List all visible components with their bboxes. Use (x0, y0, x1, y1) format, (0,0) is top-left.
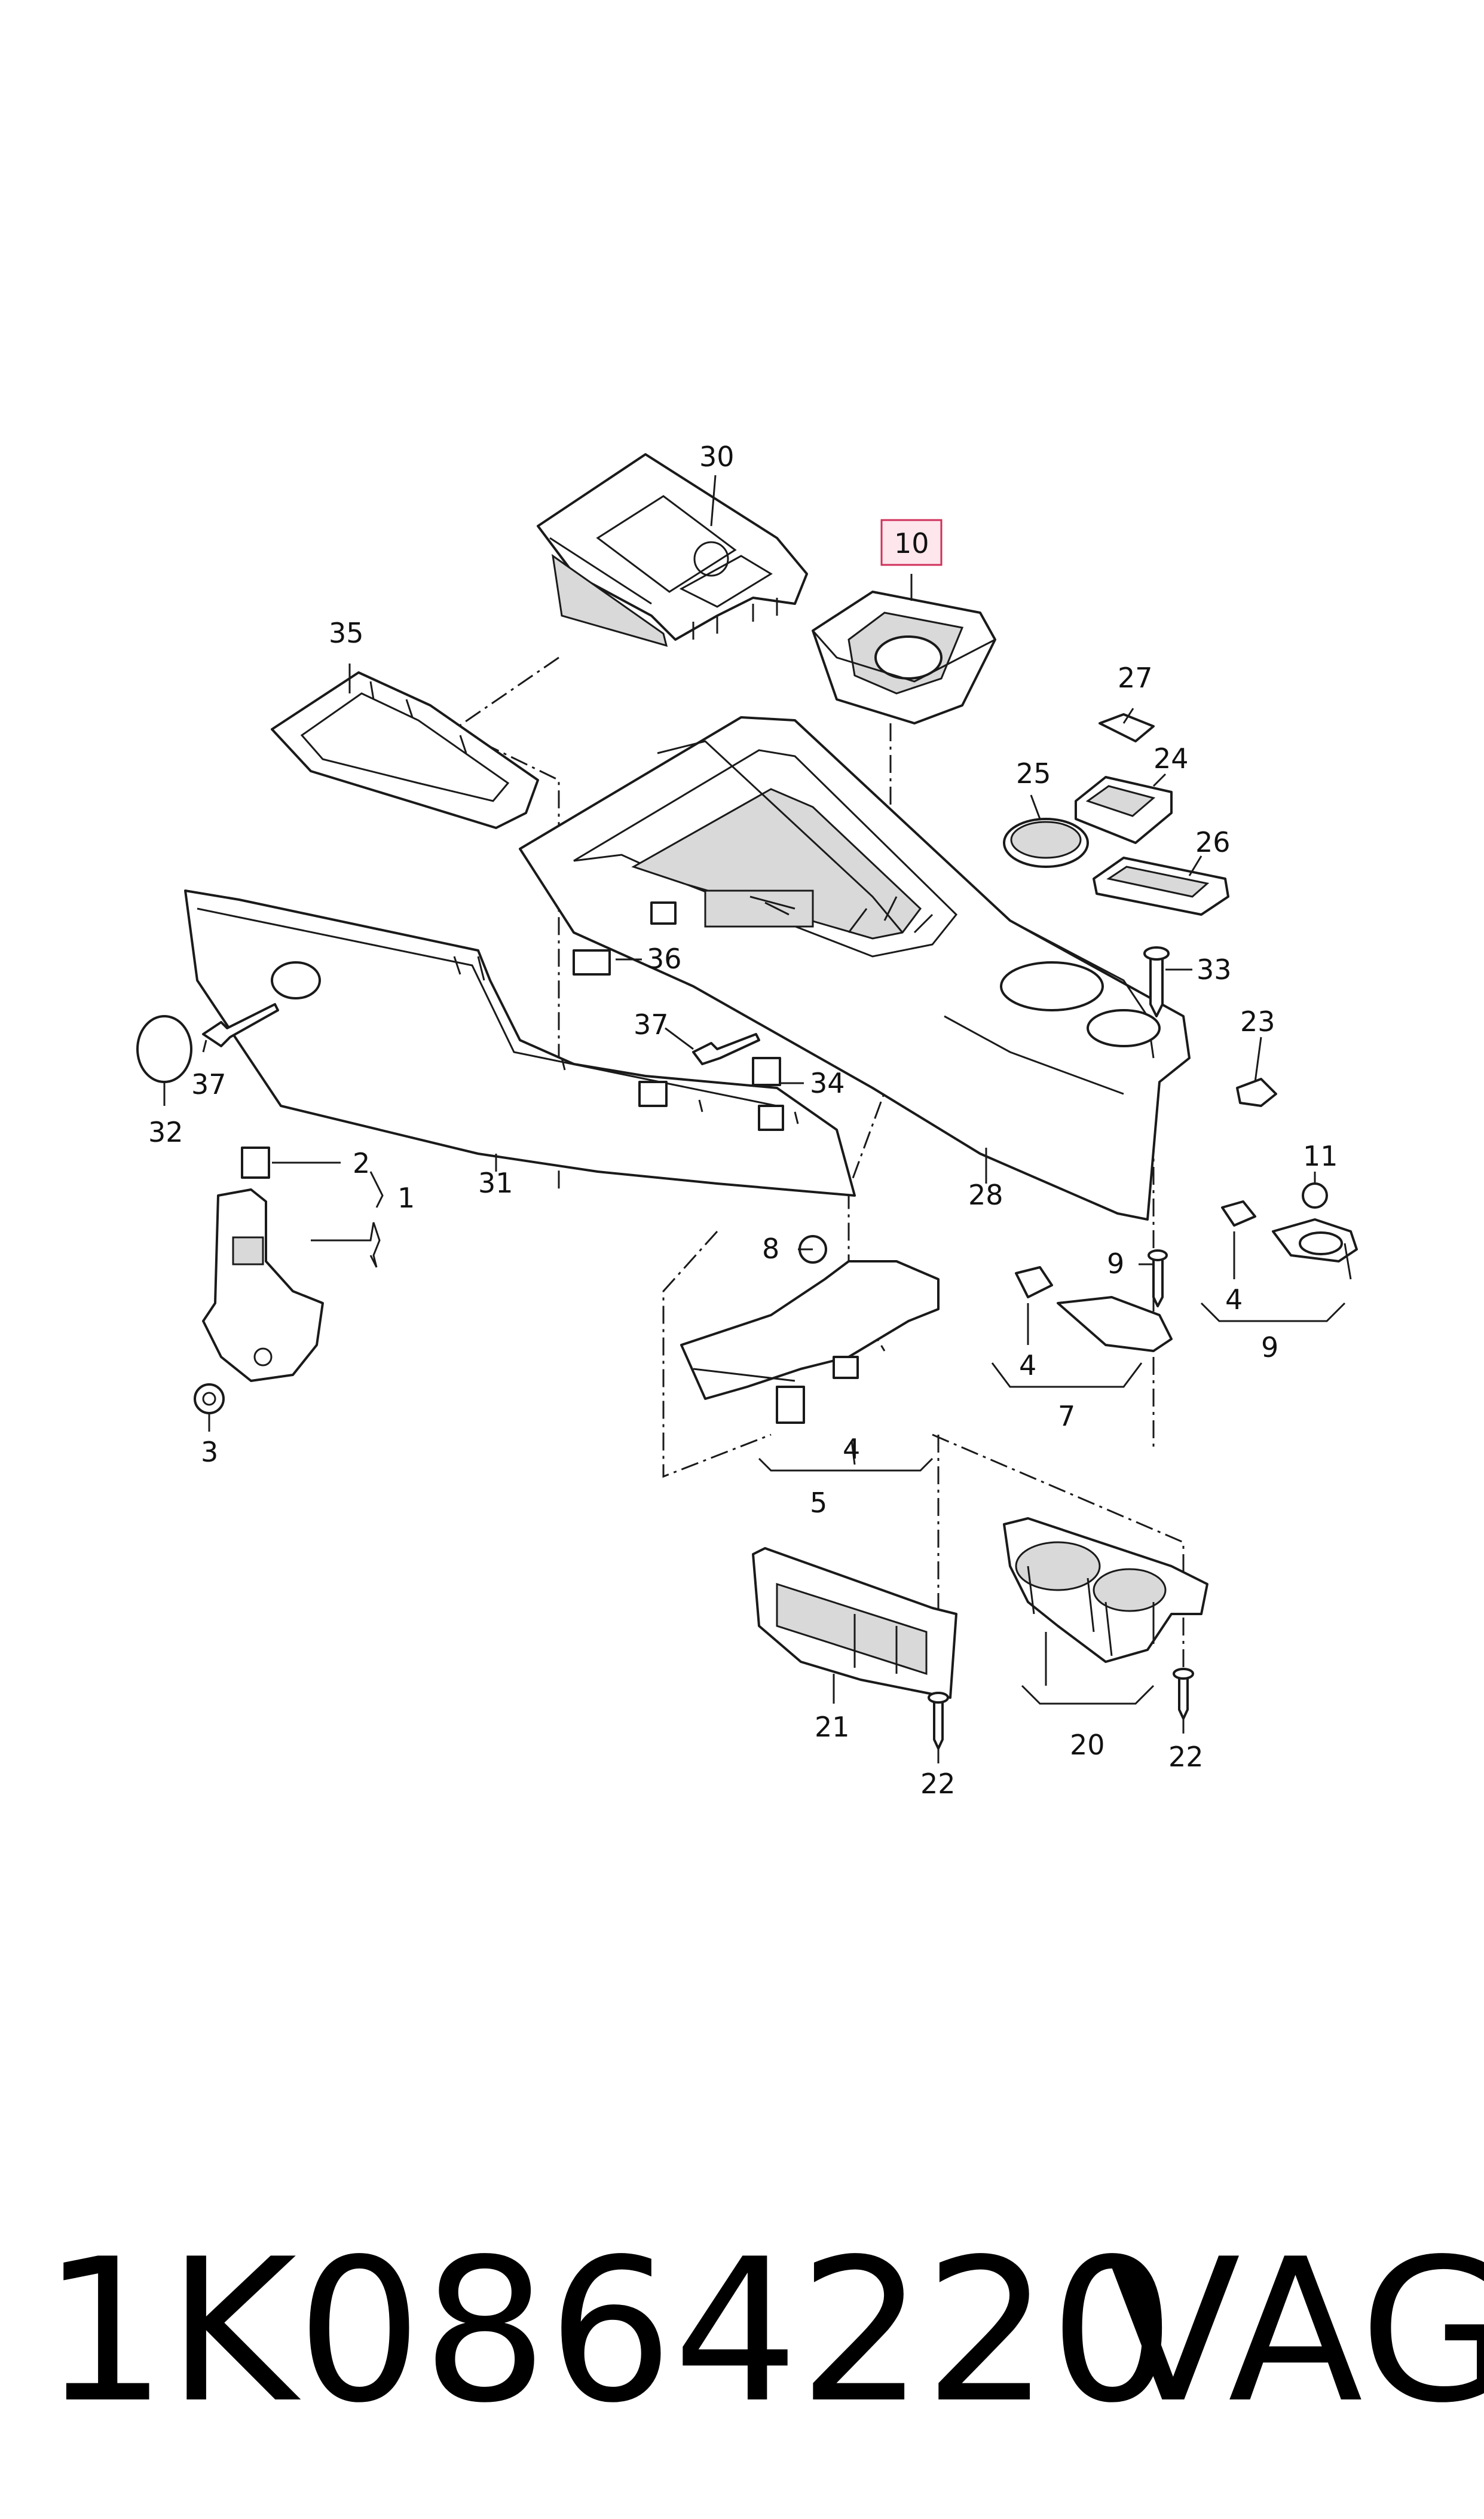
part-1-bracket (202, 1188, 324, 1382)
callout-23: 23 (1240, 1005, 1275, 1038)
footer-brand: VAG (1106, 2217, 1484, 2446)
callout-37-upper: 37 (634, 1008, 669, 1041)
leader-lines (163, 475, 1352, 1763)
part-25-round-mat (1003, 818, 1089, 868)
part-5-mounting-bracket (680, 1260, 940, 1424)
callout-32: 34 (810, 1067, 845, 1099)
callout-9: 9 (1261, 1331, 1278, 1364)
callout-1: 1 (397, 1182, 415, 1214)
callout-31: 33 (1197, 953, 1232, 986)
callout-36: 32 (148, 1116, 183, 1148)
callout-26: 26 (1195, 826, 1231, 858)
part-20-cup-holder (1003, 1517, 1208, 1663)
callout-2: 2 (353, 1147, 370, 1179)
callout-6: 8 (762, 1233, 779, 1265)
callout-21: 21 (815, 1711, 850, 1743)
part-9-bracket (1221, 1200, 1358, 1262)
callout-3: 3 (201, 1436, 218, 1468)
part-30-center-console (519, 716, 1191, 1221)
part-8-screw (1148, 1249, 1168, 1307)
callout-4-bracket7: 4 (1019, 1349, 1036, 1381)
part-11-nut (1302, 1182, 1328, 1209)
callout-4-bracket5: 4 (843, 1433, 860, 1465)
callout-4-bracket9: 4 (1225, 1283, 1243, 1316)
callout-27: 27 (1118, 662, 1153, 694)
part-33-bezel-frame (271, 671, 539, 829)
part-31-screw (1143, 946, 1170, 1017)
part-7-bracket (1015, 1266, 1173, 1352)
part-10-gear-boot-trim (812, 591, 996, 724)
part-26-mat (1093, 857, 1229, 916)
callout-37-lower: 37 (191, 1068, 227, 1100)
part-23-clip (1236, 1078, 1277, 1107)
part-27-clip (1099, 713, 1155, 742)
part-21-storage-box (752, 1547, 957, 1699)
callout-34: 36 (647, 943, 682, 975)
callout-10: 10 (894, 527, 929, 560)
callout-8: 9 (1107, 1248, 1124, 1280)
footer-part-number: 1K0864220 (42, 2217, 1176, 2446)
callout-22-left: 22 (920, 1768, 956, 1800)
callout-28: 30 (699, 441, 735, 473)
highlight-box-10 (880, 519, 943, 566)
callout-5: 5 (810, 1487, 827, 1519)
callout-labels: 30 10 35 27 24 25 26 36 33 37 23 34 37 3… (148, 441, 1338, 1800)
part-32-clips (638, 1057, 784, 1131)
part-36-cover-cap (136, 1015, 192, 1083)
part-24-mat (1075, 776, 1173, 844)
callout-7: 7 (1058, 1400, 1075, 1432)
part-22-screws (928, 1668, 1194, 1750)
part-3-nut (194, 1383, 225, 1414)
part-35-side-trim-panel (184, 889, 856, 1197)
callout-33: 35 (329, 617, 364, 649)
callout-20: 20 (1070, 1729, 1105, 1761)
callout-24: 24 (1153, 742, 1189, 775)
part-34-clips (573, 901, 677, 976)
callout-22-right: 22 (1168, 1741, 1204, 1773)
callout-25: 25 (1016, 757, 1051, 790)
callout-30: 28 (968, 1179, 1003, 1211)
callout-11: 11 (1303, 1140, 1338, 1172)
part-37-screws (202, 1003, 760, 1065)
part-2-clip-nut (241, 1147, 270, 1179)
callout-35: 31 (478, 1167, 513, 1199)
part-28-storage-tray (537, 453, 808, 647)
